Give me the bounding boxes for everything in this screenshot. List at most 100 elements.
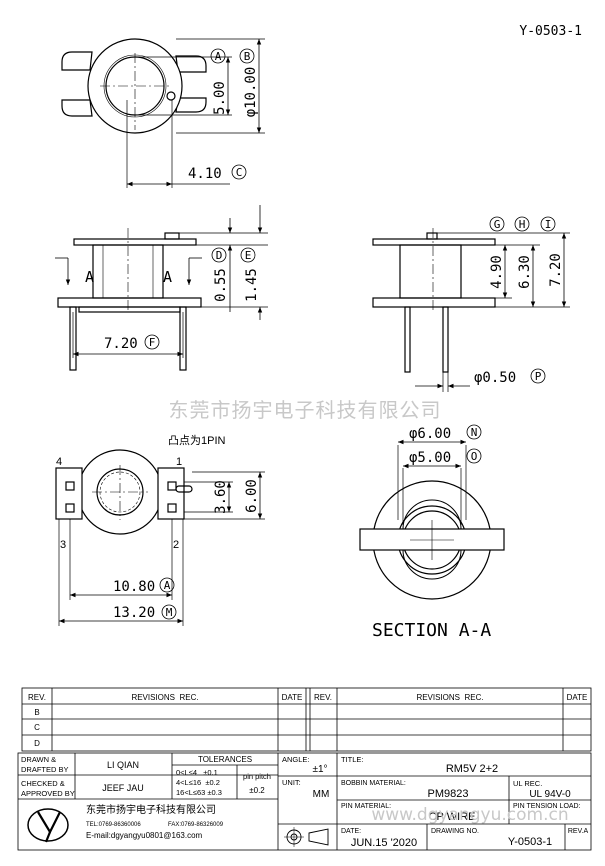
unit-label: UNIT:	[282, 778, 301, 787]
angle-value: ±1°	[312, 764, 327, 775]
svg-text:φ5.00: φ5.00	[409, 450, 451, 466]
svg-text:6.30: 6.30	[517, 255, 533, 289]
dim-A-top: 5.00 A	[210, 48, 228, 115]
section-marker-right: A	[163, 268, 172, 286]
bobbin-material: PM9823	[428, 788, 469, 800]
rev-row-d: D	[34, 739, 40, 748]
bottom-view	[55, 449, 265, 626]
svg-text:H: H	[519, 218, 526, 231]
svg-text:13.20: 13.20	[113, 605, 155, 621]
pin-number-3: 3	[60, 539, 66, 551]
svg-text:N: N	[471, 426, 478, 439]
section-view	[359, 439, 505, 600]
company-tel: TEL:0769-86360006	[86, 822, 141, 828]
drawn-by: LI QIAN	[107, 760, 139, 770]
checked-label: CHECKED &	[21, 779, 65, 788]
side-view	[372, 228, 570, 392]
watermark-company: 东莞市扬宇电子科技有限公司	[169, 398, 442, 422]
svg-text:C: C	[236, 166, 243, 179]
dim-O: φ5.00 O	[409, 448, 482, 466]
dim-13-20: 13.20 M	[113, 604, 177, 621]
date-header-right: DATE	[567, 693, 588, 702]
dim-P: φ0.50 P	[474, 368, 546, 386]
dim-N: φ6.00 N	[409, 424, 482, 442]
ul-rec: UL 94V-0	[529, 789, 571, 800]
pin1-note: 凸点为1PIN	[168, 434, 226, 447]
drawing-no-label: DRAWING NO.	[431, 828, 479, 835]
svg-text:P: P	[535, 370, 542, 383]
pin-number-4: 4	[56, 456, 62, 468]
front-view	[55, 205, 268, 371]
dim-3-60: 3.60	[213, 480, 229, 514]
title-label: TITLE:	[341, 755, 364, 764]
dim-C: 4.10 C	[188, 164, 247, 182]
projection-symbol-icon	[284, 827, 329, 847]
svg-text:φ10.00: φ10.00	[243, 67, 259, 118]
svg-text:G: G	[494, 218, 501, 231]
dim-D: 0.55 D	[211, 247, 229, 302]
svg-text:4.10: 4.10	[188, 166, 222, 182]
drawing-number-top: Y-0503-1	[519, 24, 582, 39]
bobbin-material-label: BOBBIN MATERIAL:	[341, 780, 406, 787]
tolerance-3: 16<L≤63 ±0.3	[176, 788, 222, 797]
approved-label: APPROVED BY	[21, 789, 75, 798]
svg-text:E: E	[245, 249, 252, 262]
pin-number-1: 1	[176, 456, 182, 468]
svg-text:D: D	[216, 249, 223, 262]
dim-B-top: φ10.00 B	[239, 48, 259, 118]
pin-material-label: PIN MATERIAL:	[341, 803, 391, 810]
top-view	[61, 38, 265, 188]
dim-10-80: 10.80 A	[113, 577, 175, 595]
company-logo-icon	[27, 808, 69, 843]
dim-E: 1.45 E	[240, 247, 260, 302]
angle-label: ANGLE:	[282, 755, 310, 764]
svg-text:7.20: 7.20	[548, 253, 564, 287]
svg-text:10.80: 10.80	[113, 579, 155, 595]
pin-pitch: ±0.2	[249, 786, 265, 795]
section-marker-left: A	[85, 268, 94, 286]
svg-text:4.90: 4.90	[489, 255, 505, 289]
date-value: JUN.15 '2020	[351, 837, 417, 849]
svg-text:φ0.50: φ0.50	[474, 370, 516, 386]
pin-pitch-label: pin pitch	[243, 772, 271, 781]
title-block	[17, 752, 592, 851]
rev-header-right: REV.	[314, 693, 332, 702]
revisions-header-left: REVISIONS REC.	[131, 693, 198, 702]
ul-rec-label: UL REC.	[513, 779, 542, 788]
dim-I: 7.20 I	[540, 216, 564, 287]
svg-text:F: F	[149, 336, 156, 349]
svg-text:I: I	[545, 218, 552, 231]
company-email: E-mail:dgyangyu0801@163.com	[86, 831, 203, 840]
tolerances-label: TOLERANCES	[198, 755, 252, 764]
svg-text:B: B	[244, 50, 251, 63]
unit-value: MM	[313, 789, 330, 800]
tolerance-1: 0<L≤4 ±0.1	[176, 768, 218, 777]
watermark-url: www.dgyangyu.com.cn	[371, 805, 568, 825]
date-label: DATE:	[341, 828, 361, 835]
rev-row-b: B	[34, 708, 39, 717]
svg-text:5.00: 5.00	[212, 81, 228, 115]
section-label: SECTION A-A	[372, 620, 491, 641]
tolerance-2: 4<L≤16 ±0.2	[176, 778, 220, 787]
svg-text:A: A	[215, 50, 222, 63]
revision-table	[21, 687, 592, 752]
checked-by: JEEF JAU	[102, 783, 144, 793]
revisions-header-right: REVISIONS REC.	[416, 693, 483, 702]
svg-text:O: O	[471, 450, 478, 463]
drawing-no: Y-0503-1	[508, 836, 552, 848]
rev-header-left: REV.	[28, 693, 46, 702]
svg-text:0.55: 0.55	[213, 268, 229, 302]
svg-text:7.20: 7.20	[104, 336, 138, 352]
pin-tension-label: PIN TENSION LOAD:	[513, 803, 581, 810]
svg-text:A: A	[164, 579, 171, 592]
company-name: 东莞市扬宇电子科技有限公司	[86, 803, 216, 816]
date-header-left: DATE	[282, 693, 303, 702]
rev-a-label: REV.A	[568, 828, 589, 835]
dim-6-00: 6.00	[244, 479, 260, 513]
company-fax: FAX:0769-86326009	[168, 822, 224, 828]
drawn-label: DRAWN &	[21, 755, 56, 764]
dim-F: 7.20 F	[104, 334, 160, 352]
svg-text:M: M	[166, 606, 173, 619]
drafted-label: DRAFTED BY	[21, 765, 69, 774]
